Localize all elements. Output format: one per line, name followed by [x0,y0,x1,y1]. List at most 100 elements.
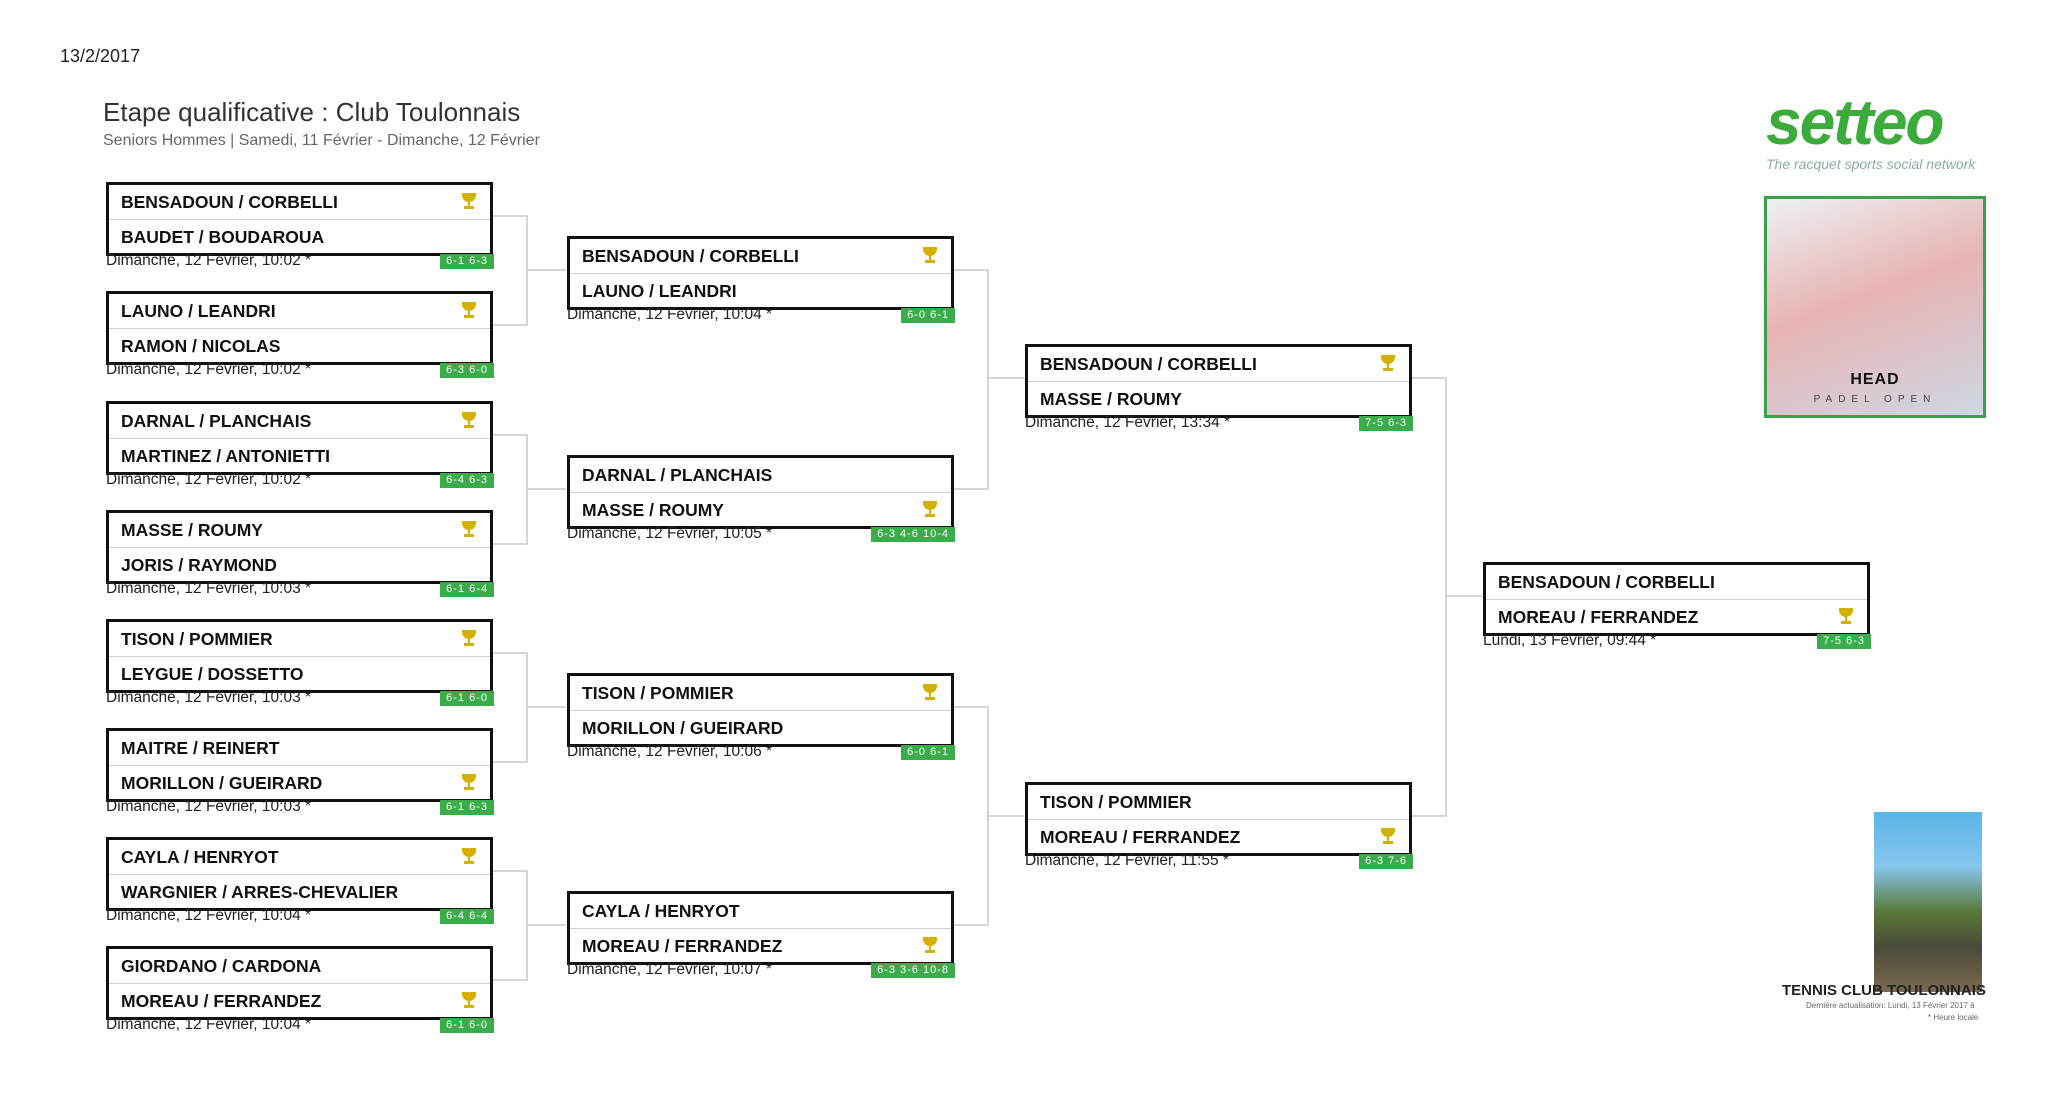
team-name: MORILLON / GUEIRARD [582,718,784,738]
team-name: MOREAU / FERRANDEZ [1040,827,1241,847]
team-row-1: BENSADOUN / CORBELLI [1486,565,1867,600]
team-row-1: BENSADOUN / CORBELLI [1028,347,1409,382]
match-score: 6-1 6-3 [440,800,494,815]
team-name: MAITRE / REINERT [121,738,280,758]
team-name: MASSE / ROUMY [121,520,263,540]
match-box: DARNAL / PLANCHAIS MARTINEZ / ANTONIETTI [106,401,493,475]
match-semi-1[interactable]: BENSADOUN / CORBELLI MASSE / ROUMY Diman… [1025,344,1413,436]
team-name: CAYLA / HENRYOT [582,901,740,921]
match-schedule: Lundi, 13 Février, 09:44 * [1483,632,1657,649]
team-row-2: LEYGUE / DOSSETTO [109,657,490,691]
trophy-icon [921,501,939,518]
team-name: BENSADOUN / CORBELLI [121,192,338,212]
club-name: TENNIS CLUB TOULONNAIS [1782,982,1986,999]
trophy-icon [460,412,478,429]
trophy-icon [460,521,478,538]
match-r2-2[interactable]: DARNAL / PLANCHAIS MASSE / ROUMY Dimanch… [567,455,955,547]
trophy-icon [921,247,939,264]
match-r1-7[interactable]: CAYLA / HENRYOT WARGNIER / ARRES-CHEVALI… [106,837,494,929]
team-name: JORIS / RAYMOND [121,555,277,575]
logo-wordmark: setteo [1766,86,1945,158]
team-name: CAYLA / HENRYOT [121,847,279,867]
team-name: RAMON / NICOLAS [121,336,281,356]
match-box: BENSADOUN / CORBELLI MOREAU / FERRANDEZ [1483,562,1870,636]
trophy-icon [1379,355,1397,372]
setteo-logo[interactable]: setteo The racquet sports social network [1766,90,1986,172]
team-row-2: WARGNIER / ARRES-CHEVALIER [109,875,490,909]
match-schedule: Dimanche, 12 Février, 11:55 * [1025,852,1229,869]
match-schedule: Dimanche, 12 Février, 10:07 * [567,961,773,978]
match-box: TISON / POMMIER MOREAU / FERRANDEZ [1025,782,1412,856]
logo-tagline: The racquet sports social network [1766,156,1976,172]
team-row-1: TISON / POMMIER [109,622,490,657]
team-row-1: CAYLA / HENRYOT [109,840,490,875]
team-name: DARNAL / PLANCHAIS [121,411,312,431]
match-box: BENSADOUN / CORBELLI BAUDET / BOUDAROUA [106,182,493,256]
team-row-2: LAUNO / LEANDRI [570,274,951,308]
match-r1-4[interactable]: MASSE / ROUMY JORIS / RAYMOND Dimanche, … [106,510,494,602]
match-schedule: Dimanche, 12 Février, 10:02 * [106,471,312,488]
team-row-1: DARNAL / PLANCHAIS [109,404,490,439]
match-r2-3[interactable]: TISON / POMMIER MORILLON / GUEIRARD Dima… [567,673,955,765]
match-score: 6-0 6-1 [901,745,955,760]
promo-brand: HEAD [1850,371,1900,388]
match-final[interactable]: BENSADOUN / CORBELLI MOREAU / FERRANDEZ … [1483,562,1871,654]
team-name: BENSADOUN / CORBELLI [1040,354,1257,374]
trophy-icon [1379,828,1397,845]
team-name: BENSADOUN / CORBELLI [582,246,799,266]
match-r1-3[interactable]: DARNAL / PLANCHAIS MARTINEZ / ANTONIETTI… [106,401,494,493]
team-row-1: BENSADOUN / CORBELLI [570,239,951,274]
match-schedule: Dimanche, 12 Février, 10:03 * [106,689,312,706]
team-row-1: LAUNO / LEANDRI [109,294,490,329]
team-name: WARGNIER / ARRES-CHEVALIER [121,882,399,902]
team-row-2: MOREAU / FERRANDEZ [109,984,490,1018]
team-row-2: MOREAU / FERRANDEZ [1028,820,1409,854]
match-schedule: Dimanche, 12 Février, 10:03 * [106,580,312,597]
match-semi-2[interactable]: TISON / POMMIER MOREAU / FERRANDEZ Diman… [1025,782,1413,874]
match-schedule: Dimanche, 12 Février, 10:04 * [106,907,312,924]
team-row-1: MASSE / ROUMY [109,513,490,548]
team-row-1: TISON / POMMIER [1028,785,1409,820]
trophy-icon [460,193,478,210]
trophy-icon [1837,608,1855,625]
trophy-icon [921,937,939,954]
team-name: TISON / POMMIER [1040,792,1192,812]
match-r2-4[interactable]: CAYLA / HENRYOT MOREAU / FERRANDEZ Diman… [567,891,955,983]
team-row-1: MAITRE / REINERT [109,731,490,766]
trophy-icon [921,684,939,701]
team-row-2: MASSE / ROUMY [570,493,951,527]
team-name: MORILLON / GUEIRARD [121,773,323,793]
match-schedule: Dimanche, 12 Février, 10:04 * [106,1016,312,1033]
page-title: Etape qualificative : Club Toulonnais [103,97,521,127]
trophy-icon [460,774,478,791]
match-score: 6-1 6-4 [440,582,494,597]
trophy-icon [460,630,478,647]
team-name: TISON / POMMIER [121,629,273,649]
team-name: TISON / POMMIER [582,683,734,703]
match-score: 6-0 6-1 [901,308,955,323]
team-name: MOREAU / FERRANDEZ [582,936,783,956]
team-row-2: MOREAU / FERRANDEZ [570,929,951,963]
match-box: TISON / POMMIER LEYGUE / DOSSETTO [106,619,493,693]
match-r1-1[interactable]: BENSADOUN / CORBELLI BAUDET / BOUDAROUA … [106,182,494,274]
team-row-2: MARTINEZ / ANTONIETTI [109,439,490,473]
match-r1-6[interactable]: MAITRE / REINERT MORILLON / GUEIRARD Dim… [106,728,494,820]
match-score: 6-3 7-6 [1359,854,1413,869]
match-box: MAITRE / REINERT MORILLON / GUEIRARD [106,728,493,802]
match-box: BENSADOUN / CORBELLI MASSE / ROUMY [1025,344,1412,418]
head-padel-promo[interactable]: HEAD PADEL OPEN [1764,196,1986,418]
match-box: CAYLA / HENRYOT MOREAU / FERRANDEZ [567,891,954,965]
page-subtitle: Seniors Hommes | Samedi, 11 Février - Di… [103,132,540,149]
match-r2-1[interactable]: BENSADOUN / CORBELLI LAUNO / LEANDRI Dim… [567,236,955,328]
team-row-2: MASSE / ROUMY [1028,382,1409,416]
team-name: DARNAL / PLANCHAIS [582,465,773,485]
team-row-2: RAMON / NICOLAS [109,329,490,363]
match-r1-8[interactable]: GIORDANO / CARDONA MOREAU / FERRANDEZ Di… [106,946,494,1038]
match-r1-2[interactable]: LAUNO / LEANDRI RAMON / NICOLAS Dimanche… [106,291,494,383]
match-box: GIORDANO / CARDONA MOREAU / FERRANDEZ [106,946,493,1020]
match-r1-5[interactable]: TISON / POMMIER LEYGUE / DOSSETTO Dimanc… [106,619,494,711]
match-score: 6-1 6-0 [440,1018,494,1033]
match-box: TISON / POMMIER MORILLON / GUEIRARD [567,673,954,747]
match-score: 6-3 3-6 10-8 [871,963,955,978]
